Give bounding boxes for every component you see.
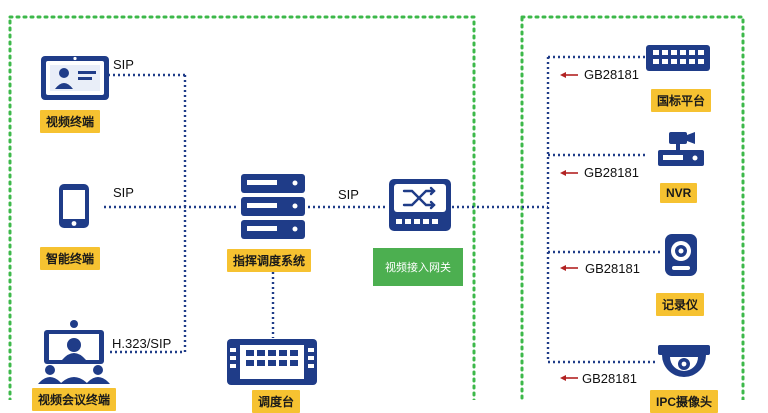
recorder-tag: 记录仪 [656,293,705,316]
conference-terminal-icon [38,320,110,384]
arrow-ipc-camera [560,375,578,381]
connection-lines [8,15,745,400]
dispatch-console-icon [227,339,317,385]
nvr-icon [658,132,704,166]
diagram-canvas: SIP 视频终端 SIP 智能终端 H.323/SIP 视频会议终端 [8,15,745,413]
video-terminal-tag: 视频终端 [40,110,101,133]
smart-terminal-tag: 智能终端 [40,247,101,270]
conference-terminal-protocol: H.323/SIP [112,336,172,351]
national-platform-icon [646,45,710,71]
right-group-border [520,15,745,400]
national-platform-protocol: GB28181 [584,67,639,82]
arrow-nvr [560,170,578,176]
arrow-recorder [560,265,578,271]
national-platform-tag: 国标平台 [651,89,712,112]
dispatch-server-icon [241,174,305,239]
recorder-protocol: GB28181 [585,261,640,276]
gateway-label-box: 视频接入网关 [373,248,463,286]
nvr-tag: NVR [660,183,698,203]
video-terminal-icon [41,56,109,100]
dispatch-gateway-protocol: SIP [338,187,359,202]
ipc-camera-protocol: GB28181 [582,371,637,386]
video-terminal-protocol: SIP [113,57,134,72]
nvr-protocol: GB28181 [584,165,639,180]
left-group-border [8,15,476,400]
smart-terminal-protocol: SIP [113,185,134,200]
recorder-icon [665,234,697,276]
ipc-camera-icon [658,345,710,377]
smart-terminal-icon [59,184,89,228]
arrow-national-platform [560,72,578,78]
dispatch-console-tag: 调度台 [252,390,301,413]
dispatch-system-tag: 指挥调度系统 [227,249,312,272]
ipc-camera-tag: IPC摄像头 [650,390,719,413]
gateway-switch-icon [389,179,451,231]
